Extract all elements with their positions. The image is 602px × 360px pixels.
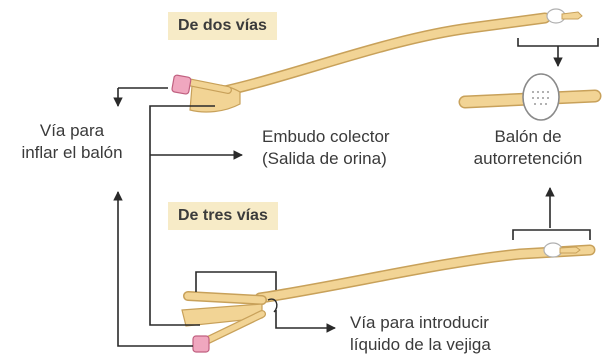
label-drainage-line2: (Salida de orina) [262, 149, 387, 168]
label-balloon-line2: autorretención [473, 149, 583, 168]
label-irrigation-line2: líquido de la vejiga [350, 335, 491, 354]
label-balloon-line1: Balón de [494, 127, 562, 146]
zoom-bracket-top [517, 38, 599, 47]
label-retention-balloon: Balón de autorretención [462, 126, 594, 170]
balloon-icon [522, 73, 560, 121]
junction-bracket [195, 271, 277, 318]
two-way-title: De dos vías [168, 12, 277, 40]
label-drainage-line1: Embudo colector [262, 127, 390, 146]
leader-irrigation [275, 318, 336, 333]
label-irrigation-channel: Vía para introducir líquido de la vejiga [350, 312, 491, 356]
three-way-tip-balloon [543, 242, 563, 258]
label-irrigation-line1: Vía para introducir [350, 313, 489, 332]
balloon-closeup [458, 73, 602, 121]
leader-inflation-bottom [113, 191, 193, 347]
three-way-title: De tres vías [168, 202, 278, 230]
three-way-catheter [181, 242, 596, 353]
label-inflation-line1: Vía para [39, 121, 105, 140]
label-inflation-channel: Vía para inflar el balón [2, 120, 142, 164]
two-way-inflation-connector [171, 74, 192, 95]
zoom-bracket-bottom [512, 229, 591, 240]
label-inflation-line2: inflar el balón [21, 143, 123, 162]
label-drainage-funnel: Embudo colector (Salida de orina) [262, 126, 390, 170]
leader-drainage [149, 105, 215, 326]
three-way-inflation-connector [192, 335, 210, 353]
two-way-catheter [171, 8, 583, 113]
